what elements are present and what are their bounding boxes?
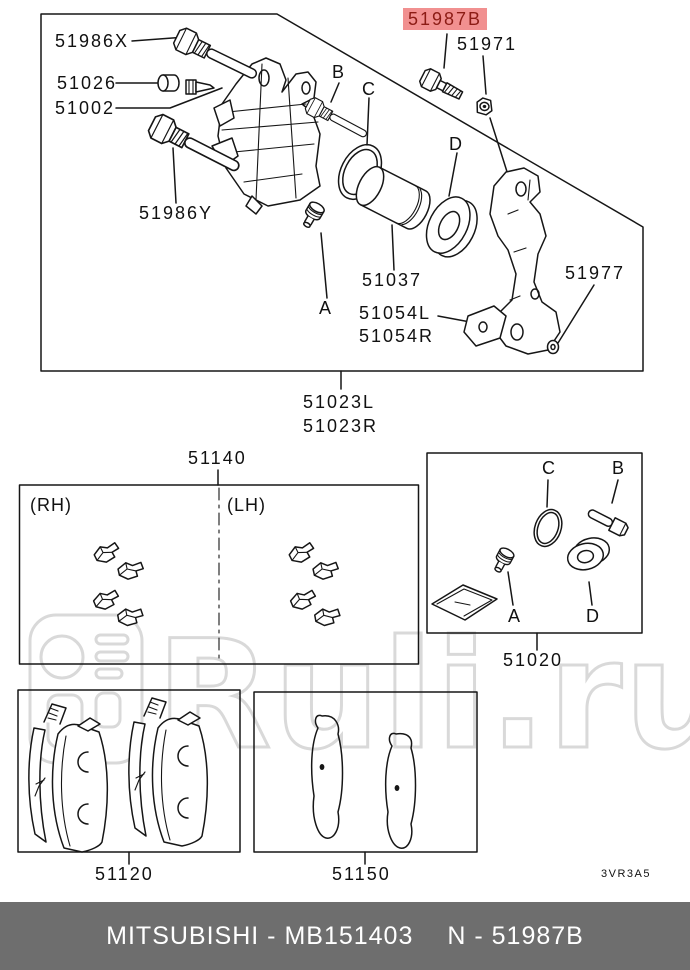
watermark-text: Ruli.ru — [156, 609, 690, 780]
part-label-51023L[interactable]: 51023L — [303, 392, 376, 412]
part-label-51020[interactable]: 51020 — [503, 650, 564, 670]
seal-kit-ref-c: C — [542, 458, 557, 478]
seal-kit-ref-d: D — [586, 606, 601, 626]
part-label-51054R[interactable]: 51054R — [359, 326, 435, 346]
clip-kit-lh-label: (LH) — [227, 495, 266, 515]
bleeder-screw-drawing — [298, 199, 327, 232]
clip-kit-rh-label: (RH) — [30, 495, 72, 515]
part-label-51140[interactable]: 51140 — [188, 448, 247, 468]
nut-drawing — [474, 96, 495, 117]
footer-bar: MITSUBISHI - MB151403 N - 51987B — [0, 902, 690, 970]
ref-letter-c: C — [362, 79, 377, 99]
highlighted-bolt-drawing — [417, 66, 467, 106]
caliper-support-drawing — [463, 167, 561, 355]
bushing-drawing — [157, 74, 215, 95]
pad-kit-box — [17, 689, 241, 865]
footer-left-text: MITSUBISHI - MB151403 — [106, 921, 414, 950]
part-label-51023R[interactable]: 51023R — [303, 416, 379, 436]
leader-lines — [115, 33, 595, 344]
main-assembly-box — [40, 13, 644, 390]
ref-letter-d: D — [449, 134, 464, 154]
footer-right-text: N - 51987B — [447, 921, 584, 950]
part-label-51026[interactable]: 51026 — [57, 73, 118, 93]
clip-kit-box — [18, 469, 420, 665]
part-label-51986Y[interactable]: 51986Y — [139, 203, 214, 223]
seal-kit-ref-b: B — [612, 458, 627, 478]
grease-packet-drawing — [431, 584, 498, 621]
part-label-51150[interactable]: 51150 — [332, 864, 391, 884]
highlighted-part-label[interactable]: 51987B — [403, 8, 488, 30]
ref-letter-b: B — [332, 62, 347, 82]
watermark: Ruli.ru — [28, 608, 690, 780]
ref-letter-a: A — [319, 298, 334, 318]
seal-kit-box — [426, 452, 643, 651]
part-label-51054L[interactable]: 51054L — [359, 303, 432, 323]
cap-drawing — [546, 339, 560, 355]
part-label-51002[interactable]: 51002 — [55, 98, 116, 118]
shim-kit-box — [253, 691, 478, 865]
boot-drawing — [425, 196, 478, 258]
caliper-body-drawing — [211, 57, 321, 215]
seal-kit-ref-a: A — [508, 606, 523, 626]
part-label-51037[interactable]: 51037 — [362, 270, 423, 290]
part-label-51971[interactable]: 51971 — [457, 34, 518, 54]
part-label-51986X[interactable]: 51986X — [55, 31, 130, 51]
piston-drawing — [355, 165, 431, 230]
part-label-51977[interactable]: 51977 — [565, 263, 626, 283]
guide-pin-upper-drawing — [170, 25, 262, 87]
drawing-code: 3VR3A5 — [601, 868, 651, 880]
part-label-51120[interactable]: 51120 — [95, 864, 154, 884]
